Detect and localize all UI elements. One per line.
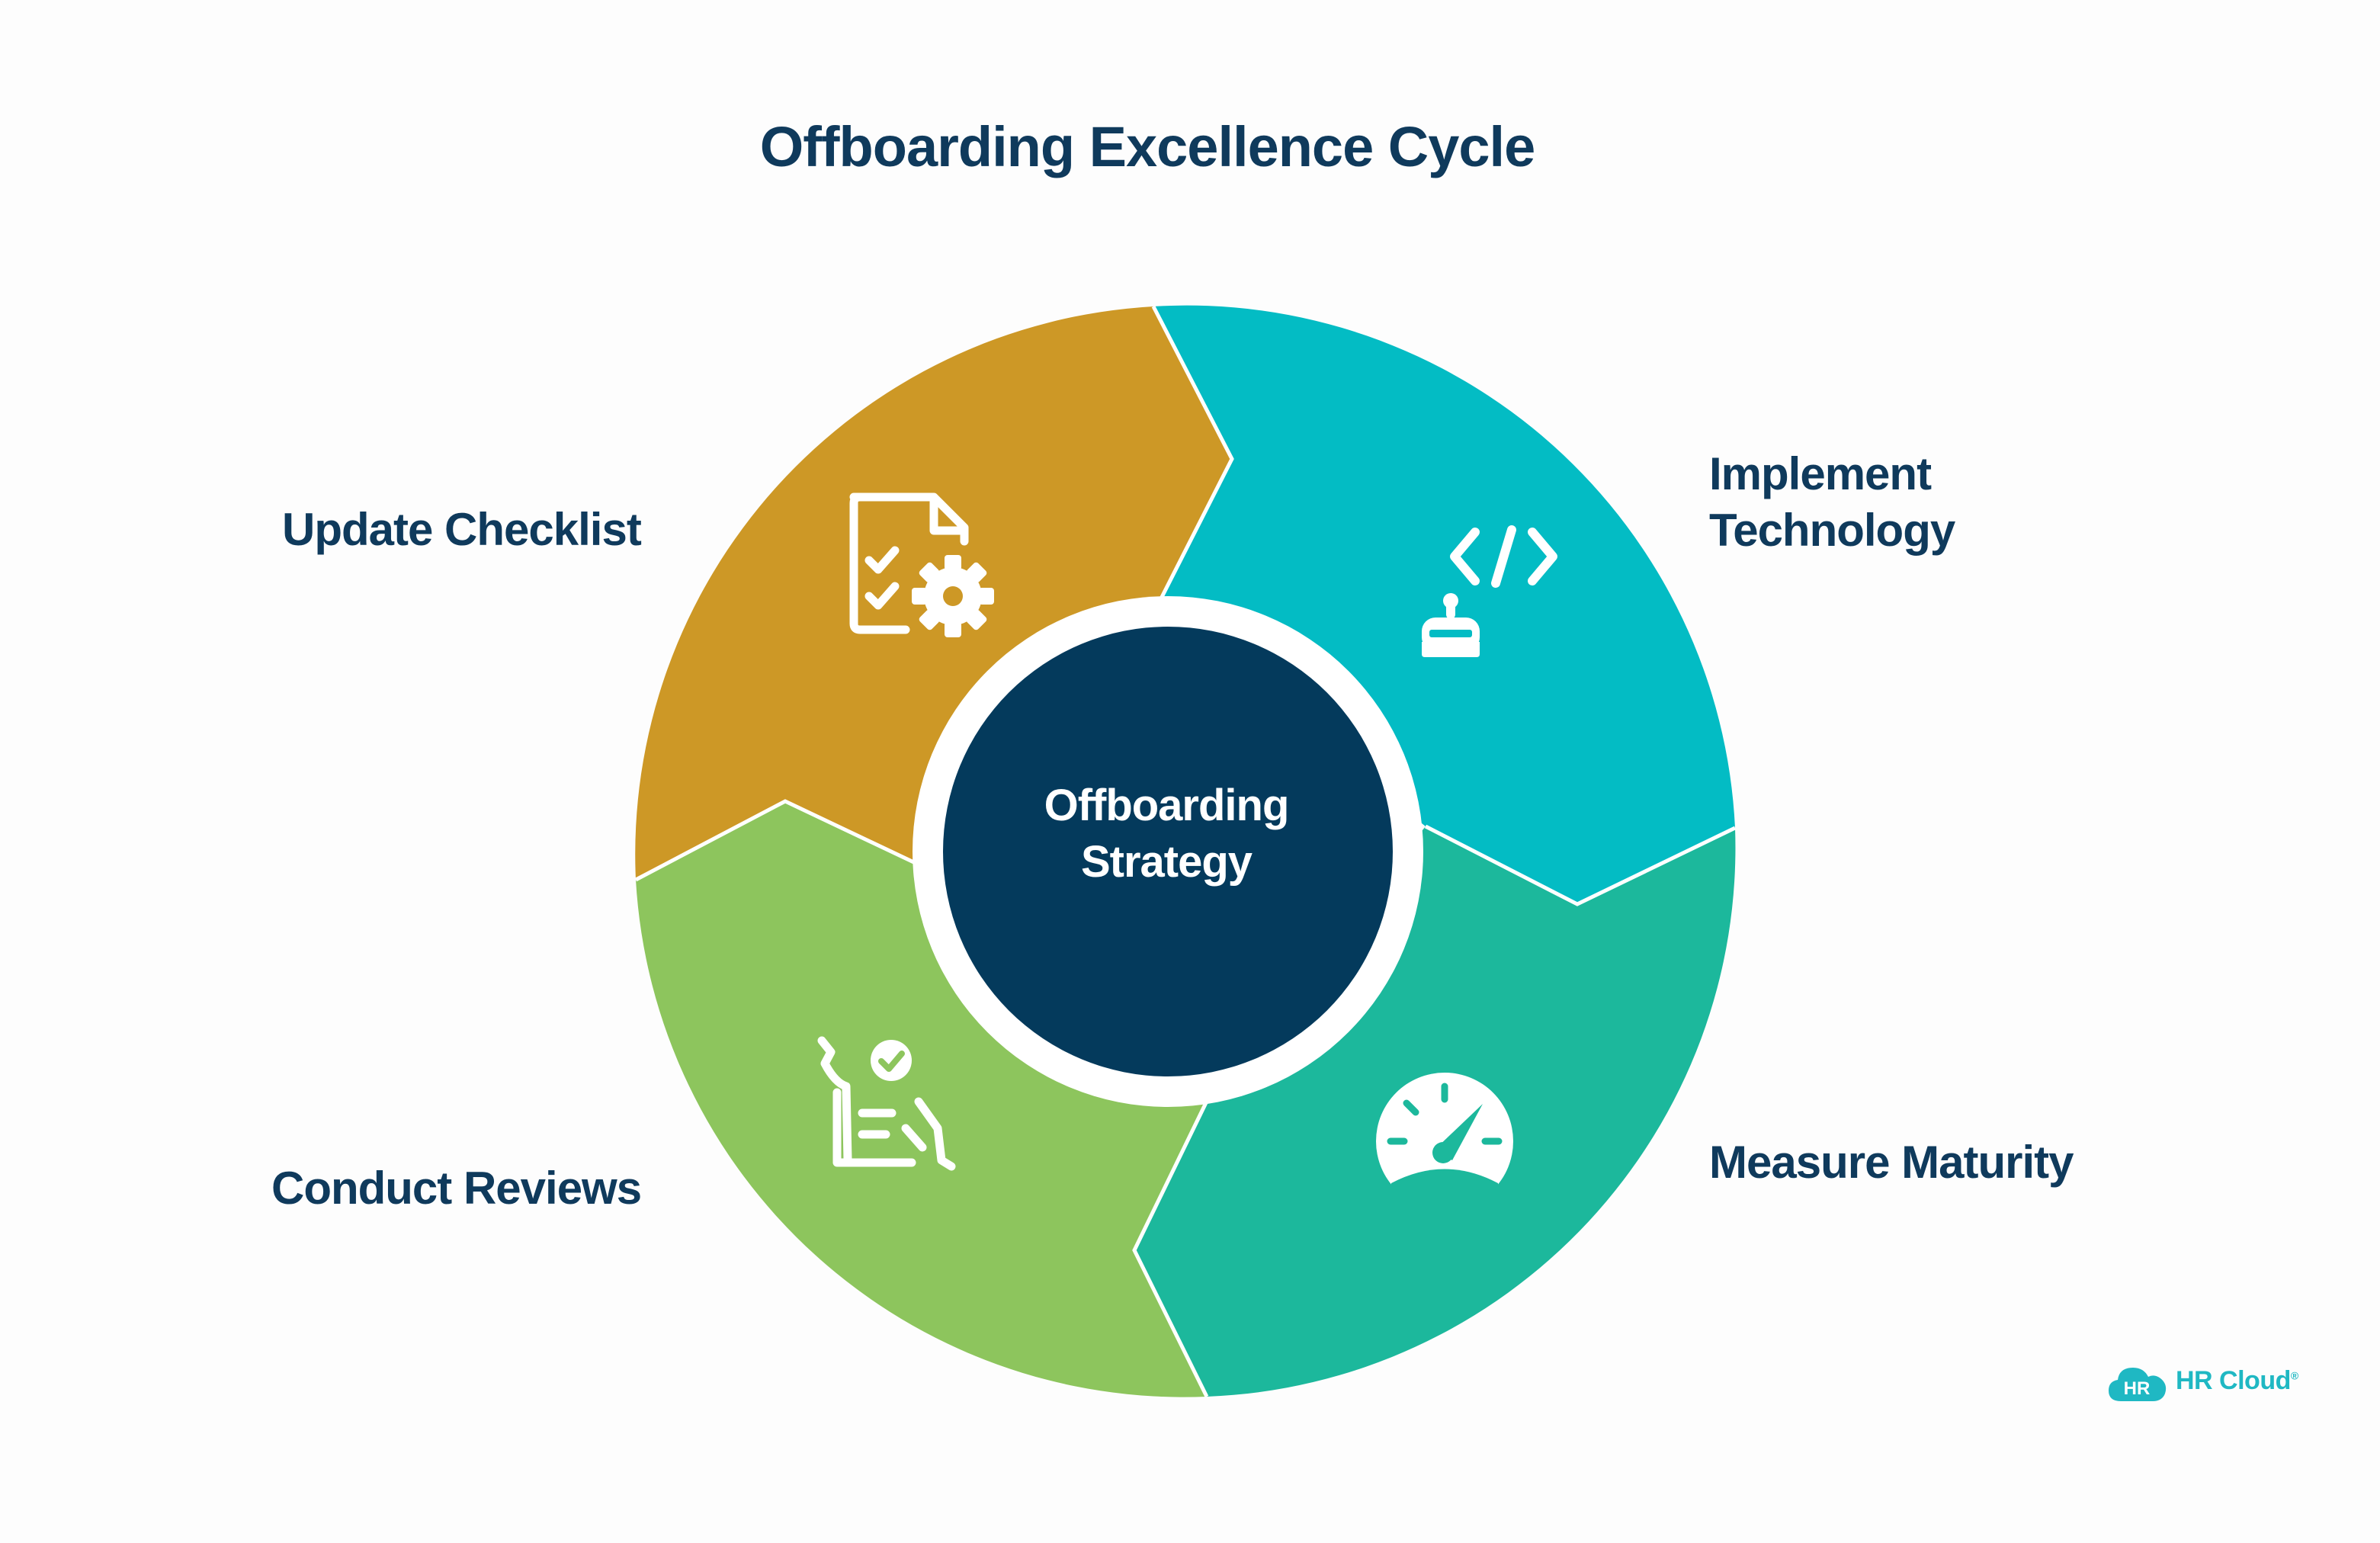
- label-conduct-reviews: Conduct Reviews: [271, 1163, 642, 1214]
- logo-badge-text: HR: [2124, 1378, 2151, 1399]
- checklist-gear-icon: [849, 492, 994, 637]
- diagram-title: Offboarding Excellence Cycle: [759, 115, 1536, 178]
- segment-dividers: [634, 305, 1737, 1398]
- segment-conduct-reviews: [636, 801, 1212, 1397]
- hand-review-icon: [817, 1036, 956, 1171]
- segment-implement-technology: [1153, 305, 1735, 904]
- code-robot-icon: [1422, 525, 1557, 657]
- logo-text: HR Cloud: [2176, 1366, 2291, 1395]
- speedometer-icon: [1376, 1073, 1513, 1220]
- logo-registered-mark: ®: [2290, 1369, 2298, 1382]
- label-implement-technology: Implement Technology: [1709, 448, 1955, 556]
- logo-wordmark: HR Cloud®: [2176, 1366, 2298, 1396]
- cloud-icon: HR: [2109, 1368, 2167, 1401]
- label-update-checklist: Update Checklist: [282, 504, 642, 555]
- center-circle: [943, 627, 1393, 1076]
- center-label: Offboarding Strategy: [1044, 781, 1290, 887]
- label-measure-maturity: Measure Maturity: [1709, 1137, 2074, 1188]
